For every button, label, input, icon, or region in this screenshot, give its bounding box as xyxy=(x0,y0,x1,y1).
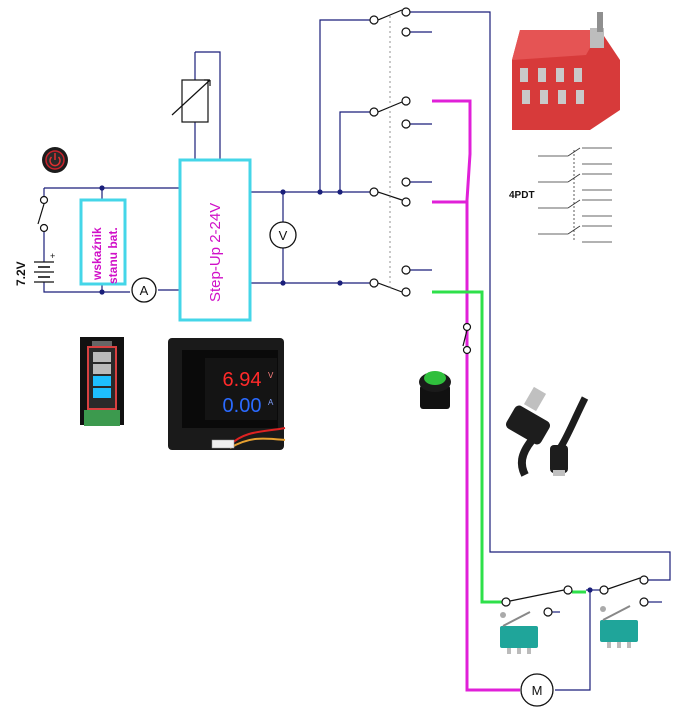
4pdt-label: 4PDT xyxy=(509,190,535,201)
battery-indicator-box xyxy=(79,198,127,286)
motor-letter: M xyxy=(532,683,543,698)
microswitch-icon xyxy=(600,605,638,648)
motor-symbol xyxy=(520,673,554,707)
colored-wiring xyxy=(432,99,586,692)
battery-indicator-module-icon xyxy=(80,337,124,426)
potentiometer-symbol xyxy=(171,79,211,123)
battery-voltage-label: 7.2V xyxy=(14,261,28,286)
toggle-switch-4pdt-icon xyxy=(512,12,620,130)
ammeter-symbol xyxy=(131,277,157,303)
battery-symbol xyxy=(34,261,54,283)
limit-switch-contacts xyxy=(501,575,649,617)
voltmeter-symbol xyxy=(269,221,297,249)
step-up-converter-label: Step-Up 2-24V xyxy=(207,203,224,302)
power-button-icon xyxy=(42,147,68,173)
microswitch-icon xyxy=(500,611,538,654)
pushbutton-icon xyxy=(419,371,451,409)
volt-amp-meter-icon: 6.94 V 0.00 A xyxy=(168,338,286,450)
usb-cable-icon xyxy=(506,386,589,477)
ammeter-letter: A xyxy=(140,283,149,298)
voltmeter-letter: V xyxy=(279,228,288,243)
pushbutton-switch-symbol xyxy=(462,322,472,355)
main-switch-symbol xyxy=(37,195,49,233)
4pdt-inset-diagram xyxy=(538,147,612,243)
meter-current-reading: 0.00 xyxy=(223,395,262,417)
meter-voltage-unit: V xyxy=(268,371,274,380)
junction-nodes xyxy=(99,185,593,593)
meter-current-unit: A xyxy=(268,398,274,407)
step-up-converter-box xyxy=(178,158,252,322)
battery-plus-sign: + xyxy=(50,251,55,261)
battery-indicator-label-line2: stanu bat. xyxy=(106,227,120,284)
switch-4pdt-contacts xyxy=(369,7,411,297)
meter-voltage-reading: 6.94 xyxy=(223,369,262,391)
battery-indicator-label-line1: wskaźnik xyxy=(90,227,104,281)
